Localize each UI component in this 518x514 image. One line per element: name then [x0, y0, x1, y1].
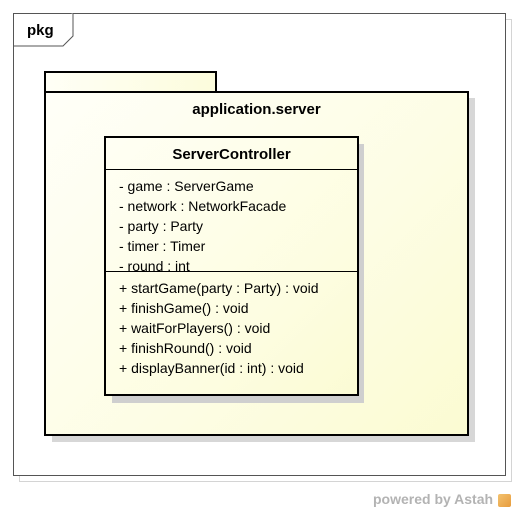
package-tab[interactable]	[44, 71, 217, 92]
package-name: application.server	[192, 101, 321, 118]
attribute[interactable]: - game : ServerGame	[119, 178, 254, 194]
operation[interactable]: + waitForPlayers() : void	[119, 320, 271, 336]
frame-tab	[13, 13, 74, 47]
class-name: ServerController	[106, 138, 357, 170]
watermark-text: powered by Astah	[373, 491, 494, 507]
frame-label: pkg	[27, 22, 54, 39]
attribute[interactable]: - round : int	[119, 258, 190, 274]
operation[interactable]: + displayBanner(id : int) : void	[119, 360, 304, 376]
operation[interactable]: + finishGame() : void	[119, 300, 249, 316]
attributes-compartment: - game : ServerGame - network : NetworkF…	[106, 170, 357, 274]
attribute[interactable]: - party : Party	[119, 218, 204, 234]
class-box[interactable]: ServerController - game : ServerGame - n…	[104, 136, 359, 396]
operations-compartment: + startGame(party : Party) : void + fini…	[106, 272, 357, 378]
astah-logo-icon	[498, 494, 511, 507]
attribute[interactable]: - timer : Timer	[119, 238, 206, 254]
operation[interactable]: + startGame(party : Party) : void	[119, 280, 319, 296]
attribute[interactable]: - network : NetworkFacade	[119, 198, 287, 214]
operation[interactable]: + finishRound() : void	[119, 340, 252, 356]
